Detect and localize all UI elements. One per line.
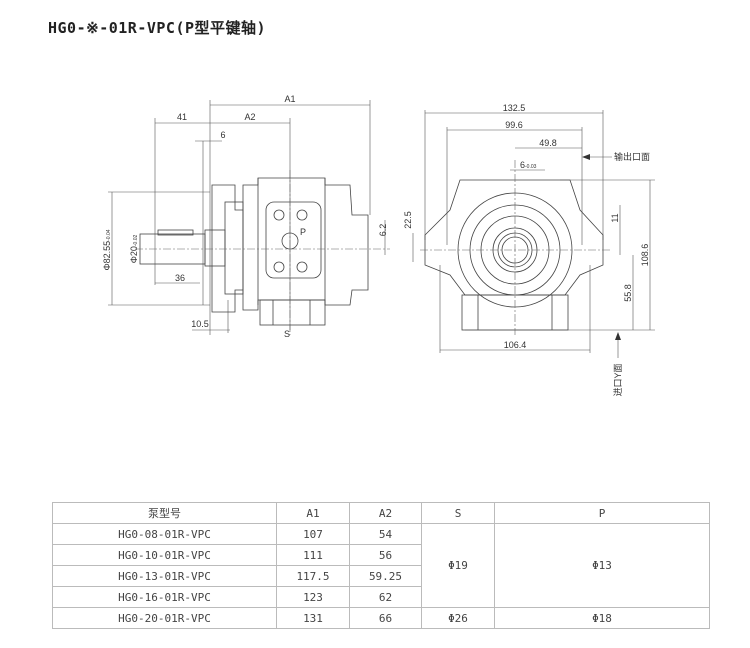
technical-drawing: A1 41 A2 6 36 10.5 Φ82.55-0.04 Φ20-0.02 … [102, 94, 655, 397]
dim-36: 36 [175, 273, 185, 283]
dim-49-8: 49.8 [539, 138, 557, 148]
dim-106-4: 106.4 [504, 340, 527, 350]
header-s: S [421, 502, 495, 524]
front-view: 132.5 99.6 49.8 6-0.03 106.4 [403, 103, 655, 397]
port-p-label: P [300, 227, 306, 237]
cell-s-group1: Φ19 [421, 523, 495, 608]
cell-model: HG0-16-01R-VPC [52, 586, 277, 608]
page-title: HG0-※-01R-VPC(P型平键轴) [48, 19, 267, 37]
cell-a1: 107 [276, 523, 350, 545]
cell-a2: 59.25 [349, 565, 422, 587]
cell-a1: 123 [276, 586, 350, 608]
dim-22-5: 22.5 [403, 211, 413, 229]
spec-table: 泵型号 A1 A2 S P HG0-08-01R-VPC 107 54 Φ19 … [52, 502, 710, 629]
cell-a1: 131 [276, 607, 350, 629]
cell-a1: 117.5 [276, 565, 350, 587]
dim-55-8: 55.8 [623, 284, 633, 302]
dim-phi20: Φ20-0.02 [129, 234, 139, 263]
cell-model: HG0-20-01R-VPC [52, 607, 277, 629]
outlet-face-label: 输出口面 [614, 151, 650, 162]
dim-a1: A1 [284, 94, 295, 104]
cell-a2: 54 [349, 523, 422, 545]
header-p: P [494, 502, 710, 524]
header-a1: A1 [276, 502, 350, 524]
table-row: HG0-08-01R-VPC 107 54 Φ19 Φ13 [52, 523, 710, 608]
dim-10-5: 10.5 [191, 319, 209, 329]
cell-p-group1: Φ13 [494, 523, 710, 608]
dim-phi82-55: Φ82.55-0.04 [102, 229, 112, 270]
cell-a1: 111 [276, 544, 350, 566]
table-header-row: 泵型号 A1 A2 S P [52, 502, 710, 524]
table-row: HG0-16-01R-VPC 123 62 [52, 586, 710, 608]
dim-99-6: 99.6 [505, 120, 523, 130]
inlet-face-label: 进口Y面 [613, 363, 623, 396]
header-model: 泵型号 [52, 502, 277, 524]
cell-model: HG0-10-01R-VPC [52, 544, 277, 566]
table-row: HG0-13-01R-VPC 117.5 59.25 [52, 565, 710, 587]
cell-a2: 56 [349, 544, 422, 566]
dim-108-6: 108.6 [640, 244, 650, 267]
dim-41: 41 [177, 112, 187, 122]
cell-s-group2: Φ26 [421, 607, 495, 629]
header-a2: A2 [349, 502, 422, 524]
port-s-label: S [284, 329, 290, 339]
dim-6: 6 [220, 130, 225, 140]
table-row: HG0-20-01R-VPC 131 66 Φ26 Φ18 [52, 607, 710, 629]
cell-model: HG0-08-01R-VPC [52, 523, 277, 545]
dim-6-key: 6-0.03 [520, 160, 537, 170]
cell-a2: 66 [349, 607, 422, 629]
side-view: A1 41 A2 6 36 10.5 Φ82.55-0.04 Φ20-0.02 … [102, 94, 390, 339]
cell-model: HG0-13-01R-VPC [52, 565, 277, 587]
dim-a2: A2 [244, 112, 255, 122]
dim-132-5: 132.5 [503, 103, 526, 113]
cell-a2: 62 [349, 586, 422, 608]
dim-6-2: 6.2 [378, 224, 388, 237]
dim-11: 11 [610, 213, 620, 222]
cell-p-group2: Φ18 [494, 607, 710, 629]
